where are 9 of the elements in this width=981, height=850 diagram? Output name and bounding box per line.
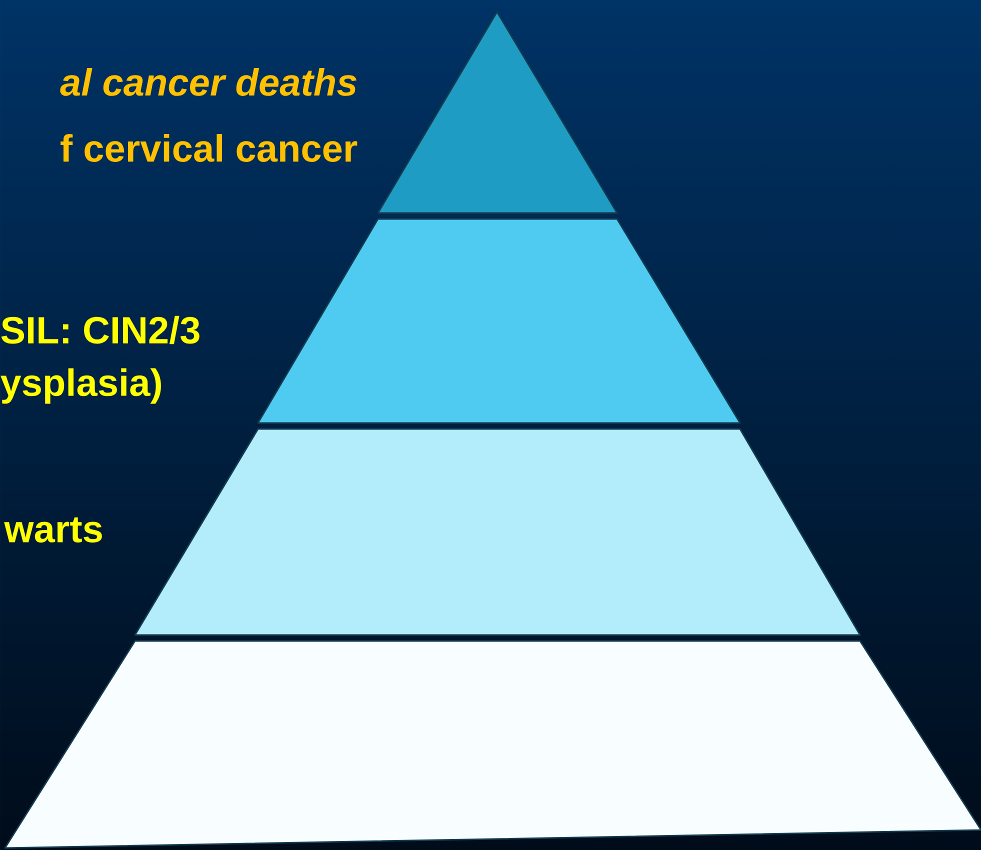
layer-label: ysplasia) — [0, 368, 161, 404]
layer-label: al cancer deaths — [60, 68, 356, 96]
pyramid-layer — [134, 428, 861, 636]
layer-label: f cervical cancer — [60, 134, 358, 162]
pyramid-layer — [4, 640, 981, 849]
pyramid-layer — [257, 218, 741, 424]
layer-label: SIL: CIN2/3 — [1, 316, 200, 344]
layer-label: warts — [4, 517, 102, 543]
pyramid-top-layer — [377, 11, 618, 214]
